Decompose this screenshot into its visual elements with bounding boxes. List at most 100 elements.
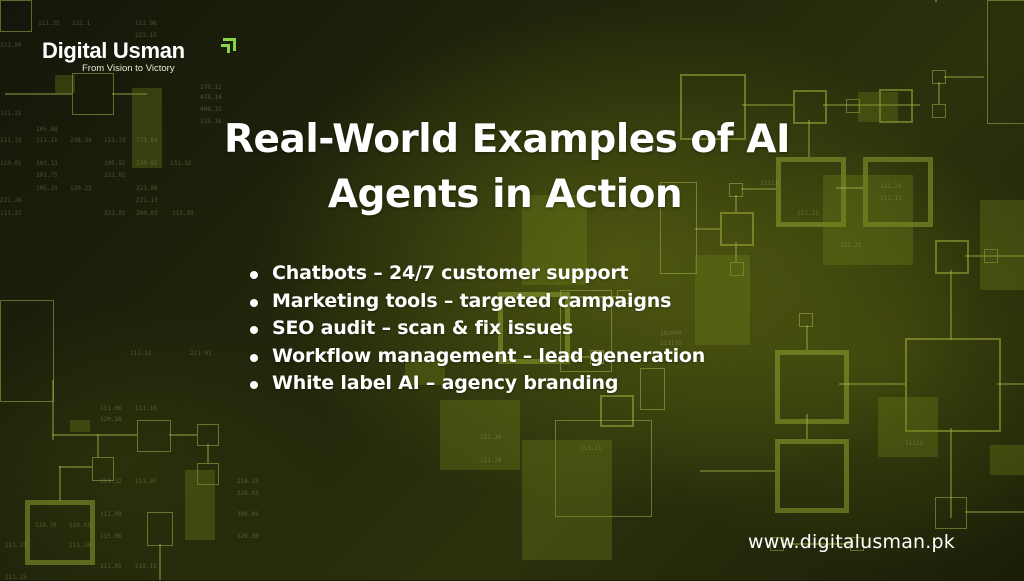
circuit-square bbox=[775, 439, 849, 513]
circuit-line bbox=[695, 228, 720, 230]
circuit-square bbox=[137, 420, 171, 452]
circuit-line bbox=[207, 444, 209, 463]
list-item-label: Chatbots – 24/7 customer support bbox=[272, 262, 629, 284]
circuit-line bbox=[808, 120, 810, 157]
circuit-square bbox=[25, 500, 95, 565]
circuit-line bbox=[169, 434, 197, 436]
circuit-fill bbox=[823, 175, 913, 265]
circuit-line bbox=[159, 544, 161, 580]
page-title: Real-World Examples of AI Agents in Acti… bbox=[0, 112, 1024, 222]
title-line-2: Agents in Action bbox=[327, 172, 683, 217]
circuit-square bbox=[935, 0, 937, 2]
brand-logo: Digital Usman From Vision to Victory bbox=[42, 38, 236, 74]
circuit-line bbox=[560, 296, 617, 298]
bullet-icon bbox=[250, 326, 258, 334]
list-item: Marketing tools – targeted campaigns bbox=[247, 288, 705, 316]
circuit-fill bbox=[70, 420, 90, 432]
circuit-fill bbox=[695, 255, 750, 345]
brand-tagline: From Vision to Victory bbox=[82, 63, 175, 74]
bullet-icon bbox=[250, 271, 258, 279]
circuit-fill bbox=[185, 470, 215, 540]
circuit-square bbox=[660, 182, 697, 274]
circuit-square bbox=[0, 300, 54, 402]
circuit-square bbox=[863, 157, 933, 227]
circuit-line bbox=[997, 383, 1024, 385]
circuit-line bbox=[112, 93, 147, 95]
circuit-line bbox=[560, 356, 590, 358]
circuit-square bbox=[932, 70, 946, 84]
circuit-square bbox=[680, 74, 746, 140]
circuit-line bbox=[700, 470, 775, 472]
title-line-1: Real-World Examples of AI bbox=[224, 117, 790, 162]
circuit-square bbox=[197, 463, 219, 485]
circuit-line bbox=[59, 466, 92, 468]
circuit-fill bbox=[132, 88, 162, 168]
circuit-line bbox=[839, 383, 905, 385]
circuit-square bbox=[935, 240, 969, 274]
circuit-line bbox=[944, 76, 984, 78]
brand-name: Digital Usman bbox=[42, 38, 185, 63]
circuit-square bbox=[932, 104, 946, 118]
circuit-line bbox=[782, 543, 850, 545]
circuit-line bbox=[836, 187, 863, 189]
circuit-square bbox=[770, 537, 784, 551]
website-url: www.digitalusman.pk bbox=[748, 531, 956, 553]
circuit-fill bbox=[405, 360, 445, 385]
circuit-line bbox=[59, 466, 61, 501]
circuit-square bbox=[730, 262, 744, 276]
circuit-square bbox=[560, 290, 612, 372]
circuit-line bbox=[52, 380, 54, 440]
circuit-line bbox=[97, 434, 99, 457]
circuit-line bbox=[965, 511, 1024, 513]
circuit-square bbox=[984, 249, 998, 263]
list-item: White label AI – agency branding bbox=[247, 370, 705, 398]
circuit-square bbox=[197, 424, 219, 446]
circuit-line bbox=[742, 104, 793, 106]
circuit-square bbox=[850, 537, 864, 551]
list-item-label: SEO audit – scan & fix issues bbox=[272, 317, 574, 339]
circuit-square bbox=[72, 73, 114, 115]
circuit-square bbox=[92, 457, 114, 481]
circuit-square bbox=[555, 420, 652, 517]
circuit-square bbox=[799, 313, 813, 327]
circuit-square bbox=[935, 497, 967, 529]
bullet-icon bbox=[250, 353, 258, 362]
circuit-square bbox=[905, 338, 1001, 432]
circuit-square bbox=[729, 183, 743, 197]
circuit-square bbox=[720, 212, 754, 246]
list-item-label: Workflow management – lead generation bbox=[272, 344, 706, 367]
circuit-line bbox=[735, 242, 737, 262]
circuit-line bbox=[950, 270, 952, 340]
bullet-icon bbox=[250, 381, 258, 389]
circuit-square bbox=[0, 0, 32, 32]
circuit-line bbox=[52, 434, 137, 436]
circuit-line bbox=[938, 82, 940, 104]
circuit-fill bbox=[878, 397, 938, 457]
circuit-square bbox=[147, 512, 173, 546]
circuit-square bbox=[776, 157, 846, 227]
circuit-square bbox=[846, 99, 860, 113]
circuit-line bbox=[950, 428, 952, 518]
circuit-fill bbox=[990, 445, 1024, 475]
list-item-label: Marketing tools – targeted campaigns bbox=[272, 289, 672, 312]
list-item: Chatbots – 24/7 customer support bbox=[247, 260, 705, 288]
circuit-fill bbox=[980, 200, 1024, 290]
list-item: Workflow management – lead generation bbox=[247, 343, 705, 371]
circuit-line bbox=[965, 255, 1024, 257]
circuit-square bbox=[775, 350, 849, 424]
examples-list: Chatbots – 24/7 customer support Marketi… bbox=[247, 260, 705, 398]
circuit-square bbox=[987, 0, 1024, 124]
circuit-square bbox=[793, 90, 827, 124]
circuit-square bbox=[600, 395, 634, 427]
circuit-line bbox=[823, 104, 920, 106]
circuit-square bbox=[879, 89, 913, 123]
circuit-fill bbox=[55, 75, 75, 93]
circuit-fill bbox=[522, 195, 587, 285]
circuit-line bbox=[806, 414, 808, 439]
circuit-fill bbox=[858, 92, 898, 122]
circuit-line bbox=[806, 325, 808, 350]
circuit-fill bbox=[440, 400, 520, 470]
circuit-fill bbox=[522, 440, 612, 560]
